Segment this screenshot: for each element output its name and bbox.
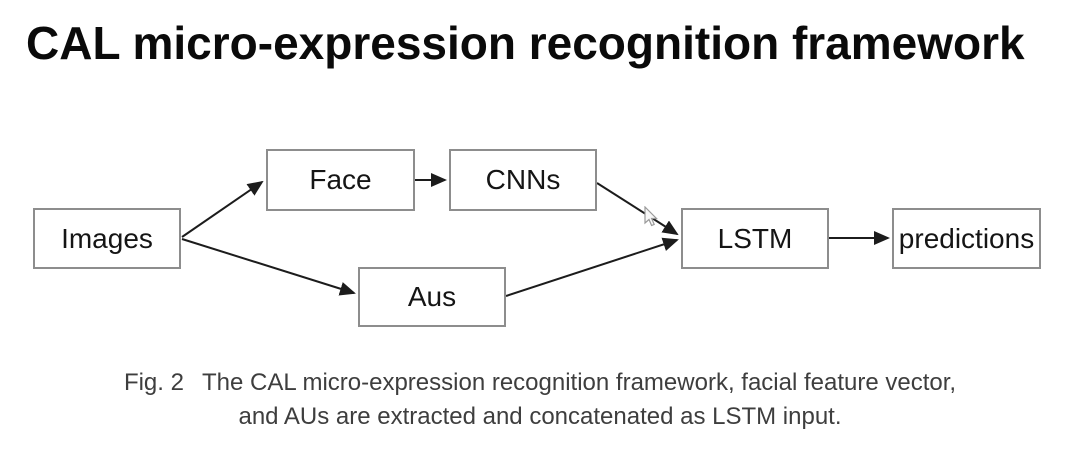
node-aus: Aus — [358, 267, 506, 327]
figure-title: CAL micro-expression recognition framewo… — [26, 17, 1025, 69]
mouse-cursor-icon — [644, 206, 658, 227]
node-cnns: CNNs — [449, 149, 597, 211]
caption-line1-text: The CAL micro-expression recognition fra… — [201, 369, 957, 396]
edge-aus-lstm — [505, 237, 679, 297]
caption-fig-label: Fig. 2 — [123, 369, 184, 396]
figure-caption: Fig. 2 The CAL micro-expression recogniti… — [0, 366, 1080, 434]
node-aus-label: Aus — [407, 281, 457, 312]
node-images: Images — [33, 208, 181, 269]
node-face: Face — [266, 149, 415, 211]
node-predictions: predictions — [892, 208, 1041, 269]
caption-line2: and AUs are extracted and concatenated a… — [238, 403, 842, 430]
node-lstm-label: LSTM — [717, 222, 793, 254]
edge-images-face — [181, 180, 264, 238]
node-lstm: LSTM — [681, 208, 829, 269]
edge-images-aus — [181, 238, 356, 296]
node-cnns-label: CNNs — [485, 164, 561, 195]
node-face-label: Face — [309, 164, 372, 195]
node-predictions-label: predictions — [898, 222, 1035, 254]
caption-line1: Fig. 2 The CAL micro-expression recogniti… — [0, 366, 1080, 400]
node-images-label: Images — [61, 222, 153, 254]
edge-cnns-lstm — [596, 182, 679, 236]
